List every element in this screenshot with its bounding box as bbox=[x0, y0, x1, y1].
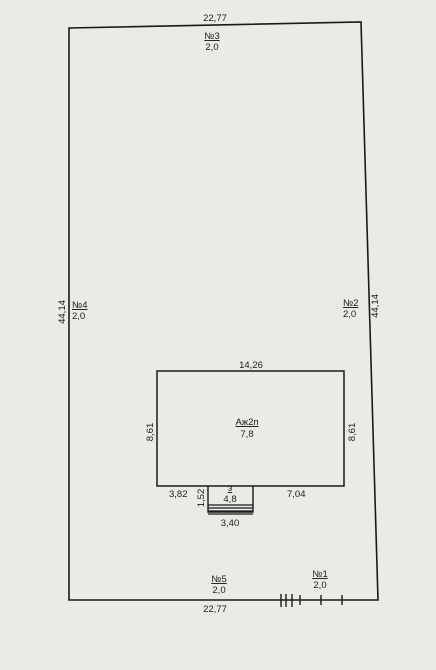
building-outline bbox=[156, 370, 345, 487]
plot-left-length: 44,14 bbox=[57, 300, 68, 324]
boundary-5-number: №5 bbox=[211, 574, 226, 585]
porch-steps bbox=[208, 504, 253, 515]
porch-value: 4,8 bbox=[223, 494, 236, 505]
boundary-2-number: №2 bbox=[343, 298, 358, 309]
boundary-1-value: 2,0 bbox=[313, 580, 326, 591]
building-right-length: 8,61 bbox=[347, 423, 358, 442]
plot-boundary bbox=[68, 21, 379, 601]
porch-width: 3,40 bbox=[221, 518, 240, 529]
plot-top-length: 22,77 bbox=[203, 13, 227, 24]
porch-outline bbox=[207, 486, 254, 513]
building-left-length: 8,61 bbox=[145, 423, 156, 442]
building-code: Аж2п bbox=[235, 417, 258, 428]
gate-marks bbox=[280, 594, 343, 607]
porch-code: з bbox=[228, 483, 232, 494]
building-value: 7,8 bbox=[240, 429, 253, 440]
boundary-5-value: 2,0 bbox=[212, 585, 225, 596]
plot-right-length: 44,14 bbox=[370, 294, 381, 318]
building-top-length: 14,26 bbox=[239, 360, 263, 371]
boundary-1-number: №1 bbox=[312, 569, 327, 580]
boundary-2-value: 2,0 bbox=[343, 309, 356, 320]
boundary-3-value: 2,0 bbox=[205, 42, 218, 53]
porch-depth: 1,52 bbox=[196, 489, 207, 508]
plot-bottom-length: 22,77 bbox=[203, 604, 227, 615]
building-bottom-left-length: 3,82 bbox=[169, 489, 188, 500]
boundary-4-value: 2,0 bbox=[72, 311, 85, 322]
boundary-4-number: №4 bbox=[72, 300, 87, 311]
building-bottom-right-length: 7,04 bbox=[287, 489, 306, 500]
boundary-3-number: №3 bbox=[204, 31, 219, 42]
